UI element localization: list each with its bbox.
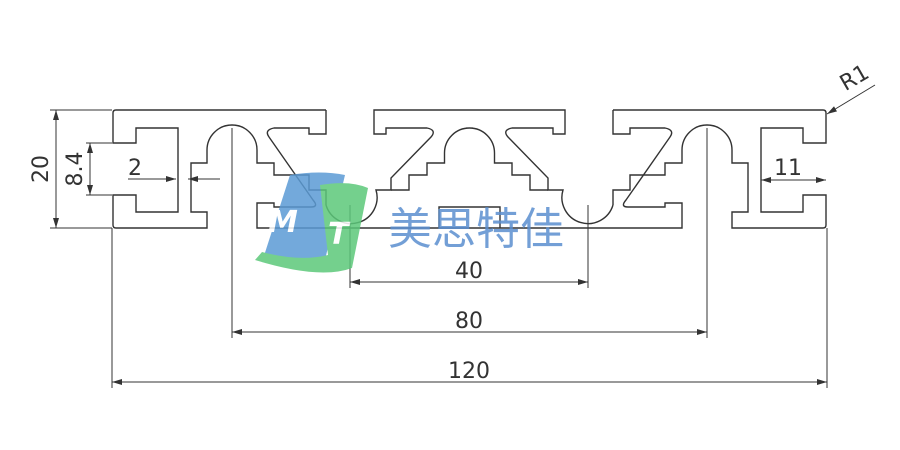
dim-outer-pitch: 80	[455, 309, 483, 334]
dim-wall: 2	[128, 156, 142, 181]
dimension-lines	[53, 84, 876, 385]
mt-logo: M T	[255, 172, 368, 273]
dim-height: 20	[29, 155, 54, 183]
dim-inner-pitch: 40	[455, 259, 483, 284]
dim-corner-radius: R1	[836, 60, 874, 96]
dim-slot-opening: 8.4	[63, 152, 88, 187]
dim-end-depth: 11	[774, 156, 802, 181]
dim-overall-width: 120	[448, 359, 490, 384]
logo-letter-m: M	[268, 205, 298, 240]
logo-letter-t: T	[328, 217, 351, 252]
company-name: 美思特佳	[388, 204, 564, 255]
